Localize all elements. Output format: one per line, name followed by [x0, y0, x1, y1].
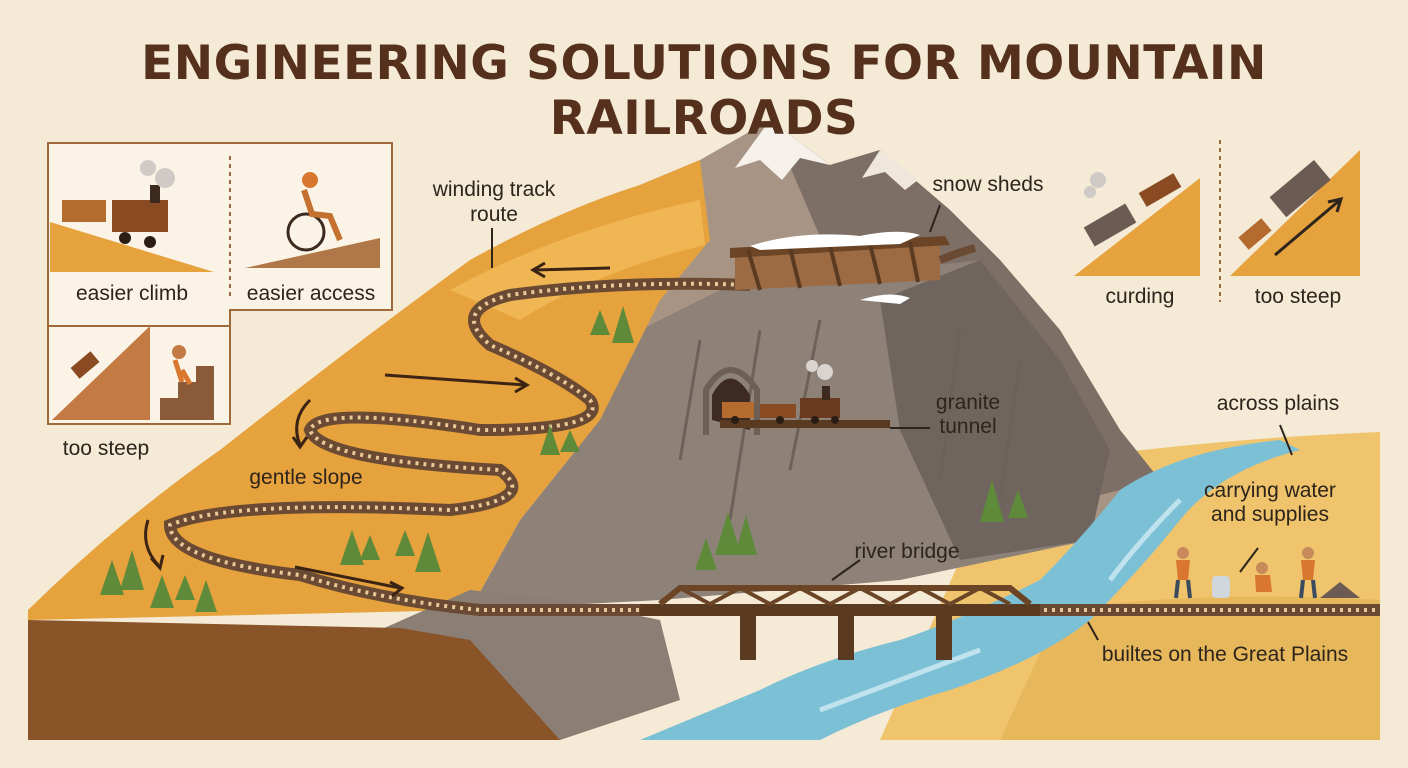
- label-curding: curding: [1105, 285, 1175, 308]
- foreground-dirt: [28, 620, 560, 740]
- snow-peak-main: [735, 120, 830, 180]
- track-ties: [167, 281, 1380, 612]
- label-river-bridge: river bridge: [854, 540, 960, 563]
- label-carrying-2: and supplies: [1211, 503, 1329, 526]
- tunnel-train: [722, 360, 840, 424]
- river: [640, 440, 1300, 740]
- label-easier-climb: easier climb: [75, 282, 189, 305]
- concept-panels-right: [1074, 140, 1360, 302]
- label-winding-track-1: winding track: [432, 178, 556, 201]
- workers: [1174, 547, 1360, 599]
- plains-shade: [1000, 596, 1380, 740]
- label-carrying-1: carrying water: [1204, 479, 1336, 502]
- snow-shed: [730, 231, 977, 304]
- label-snow-sheds: snow sheds: [932, 173, 1044, 196]
- label-too-steep-left: too steep: [62, 437, 150, 460]
- snow-peak-right: [862, 150, 918, 190]
- river-highlight: [819, 498, 1182, 713]
- concept-panels-left: [47, 142, 393, 425]
- label-granite-1: granite: [935, 391, 1001, 414]
- direction-arrows: [144, 261, 611, 598]
- label-granite-2: tunnel: [939, 415, 997, 438]
- trees: [100, 306, 1028, 612]
- label-easier-access: easier access: [246, 282, 376, 305]
- cliff-shadow: [880, 260, 1110, 560]
- label-builtes: builtes on the Great Plains: [1101, 643, 1349, 666]
- label-winding-track-2: route: [470, 203, 518, 226]
- leader-lines: [491, 204, 1293, 641]
- label-too-steep-right: too steep: [1254, 285, 1342, 308]
- label-across-plains: across plains: [1216, 392, 1340, 415]
- page-title: ENGINEERING SOLUTIONS FOR MOUNTAIN RAILR…: [141, 36, 1267, 146]
- label-gentle-slope: gentle slope: [249, 466, 363, 489]
- truss-bridge: [640, 585, 1040, 660]
